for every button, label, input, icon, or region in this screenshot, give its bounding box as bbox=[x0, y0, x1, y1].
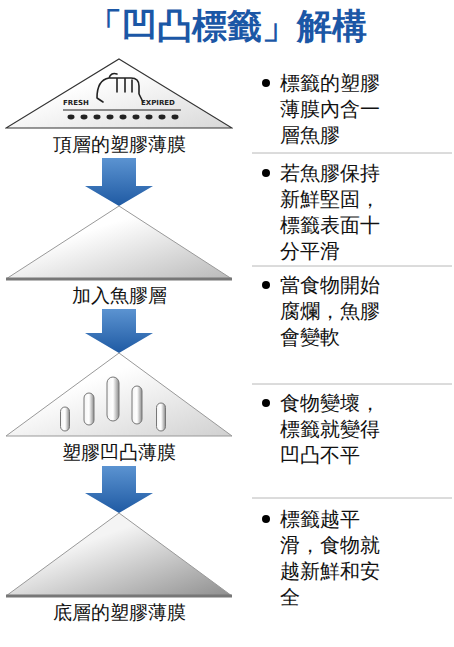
layer-caption: 底層的塑膠薄膜 bbox=[5, 598, 233, 624]
indicator-sketch bbox=[97, 74, 143, 103]
layer-caption: 加入魚膠層 bbox=[5, 281, 233, 307]
bullet-note: 標籤越平滑，食物就越新鮮和安全 bbox=[280, 506, 380, 610]
triangle-outline bbox=[6, 353, 232, 436]
triangle-outline bbox=[6, 59, 232, 128]
scale-dot bbox=[94, 115, 101, 120]
triangle-outline bbox=[6, 206, 232, 279]
divider-line bbox=[252, 384, 452, 385]
bullet-note: 食物變壞，標籤就變得凹凸不平 bbox=[280, 390, 380, 468]
block-arrow bbox=[85, 309, 153, 353]
layer-edge bbox=[6, 595, 232, 598]
layer-edge bbox=[6, 278, 232, 281]
triangle-layer bbox=[5, 512, 233, 598]
scale-dot bbox=[68, 115, 75, 120]
bullet-dot bbox=[262, 79, 270, 87]
divider-line bbox=[252, 266, 452, 267]
layer-node: 塑膠凹凸薄膜 bbox=[5, 352, 233, 464]
block-arrow bbox=[85, 158, 153, 206]
layer-node: 底層的塑膠薄膜 bbox=[5, 512, 233, 624]
indicator-label: FRESH bbox=[63, 99, 89, 107]
scale-dot bbox=[146, 115, 153, 120]
bump-pill bbox=[157, 403, 166, 431]
scale-dot bbox=[159, 115, 166, 120]
scale-dot bbox=[133, 115, 140, 120]
layer-caption: 塑膠凹凸薄膜 bbox=[5, 438, 233, 464]
layer-node: 加入魚膠層 bbox=[5, 205, 233, 307]
layer-caption: 頂層的塑膠薄膜 bbox=[5, 130, 233, 156]
triangle-layer bbox=[5, 352, 233, 438]
bullet-dot bbox=[262, 515, 270, 523]
block-arrow bbox=[85, 466, 153, 513]
bump-pill bbox=[61, 407, 70, 431]
bullet-note: 當食物開始腐爛，魚膠會變軟 bbox=[280, 272, 380, 350]
scale-line bbox=[63, 110, 181, 111]
triangle-layer bbox=[5, 205, 233, 281]
scale-dot bbox=[81, 115, 88, 120]
scale-dot bbox=[107, 115, 114, 120]
bump-pill bbox=[132, 386, 142, 424]
bullet-dot bbox=[262, 281, 270, 289]
bullet-dot bbox=[262, 169, 270, 177]
bullet-note: 標籤的塑膠薄膜內含一層魚膠 bbox=[280, 70, 380, 148]
divider-line bbox=[252, 498, 452, 499]
bullet-note: 若魚膠保持新鮮堅固，標籤表面十分平滑 bbox=[280, 160, 380, 264]
layer-node: 頂層的塑膠薄膜 FRESH EXPIRED bbox=[5, 58, 233, 156]
triangle-outline bbox=[6, 513, 232, 596]
scale-dot bbox=[120, 115, 127, 120]
triangle-layer bbox=[5, 58, 233, 130]
title: 「凹凸標籤」解構 bbox=[0, 4, 454, 48]
bump-pill bbox=[84, 393, 94, 425]
scale-dot bbox=[172, 115, 179, 120]
bump-pill bbox=[107, 377, 119, 421]
bullet-dot bbox=[262, 399, 270, 407]
indicator-label: EXPIRED bbox=[141, 99, 175, 107]
divider-line bbox=[252, 153, 452, 154]
